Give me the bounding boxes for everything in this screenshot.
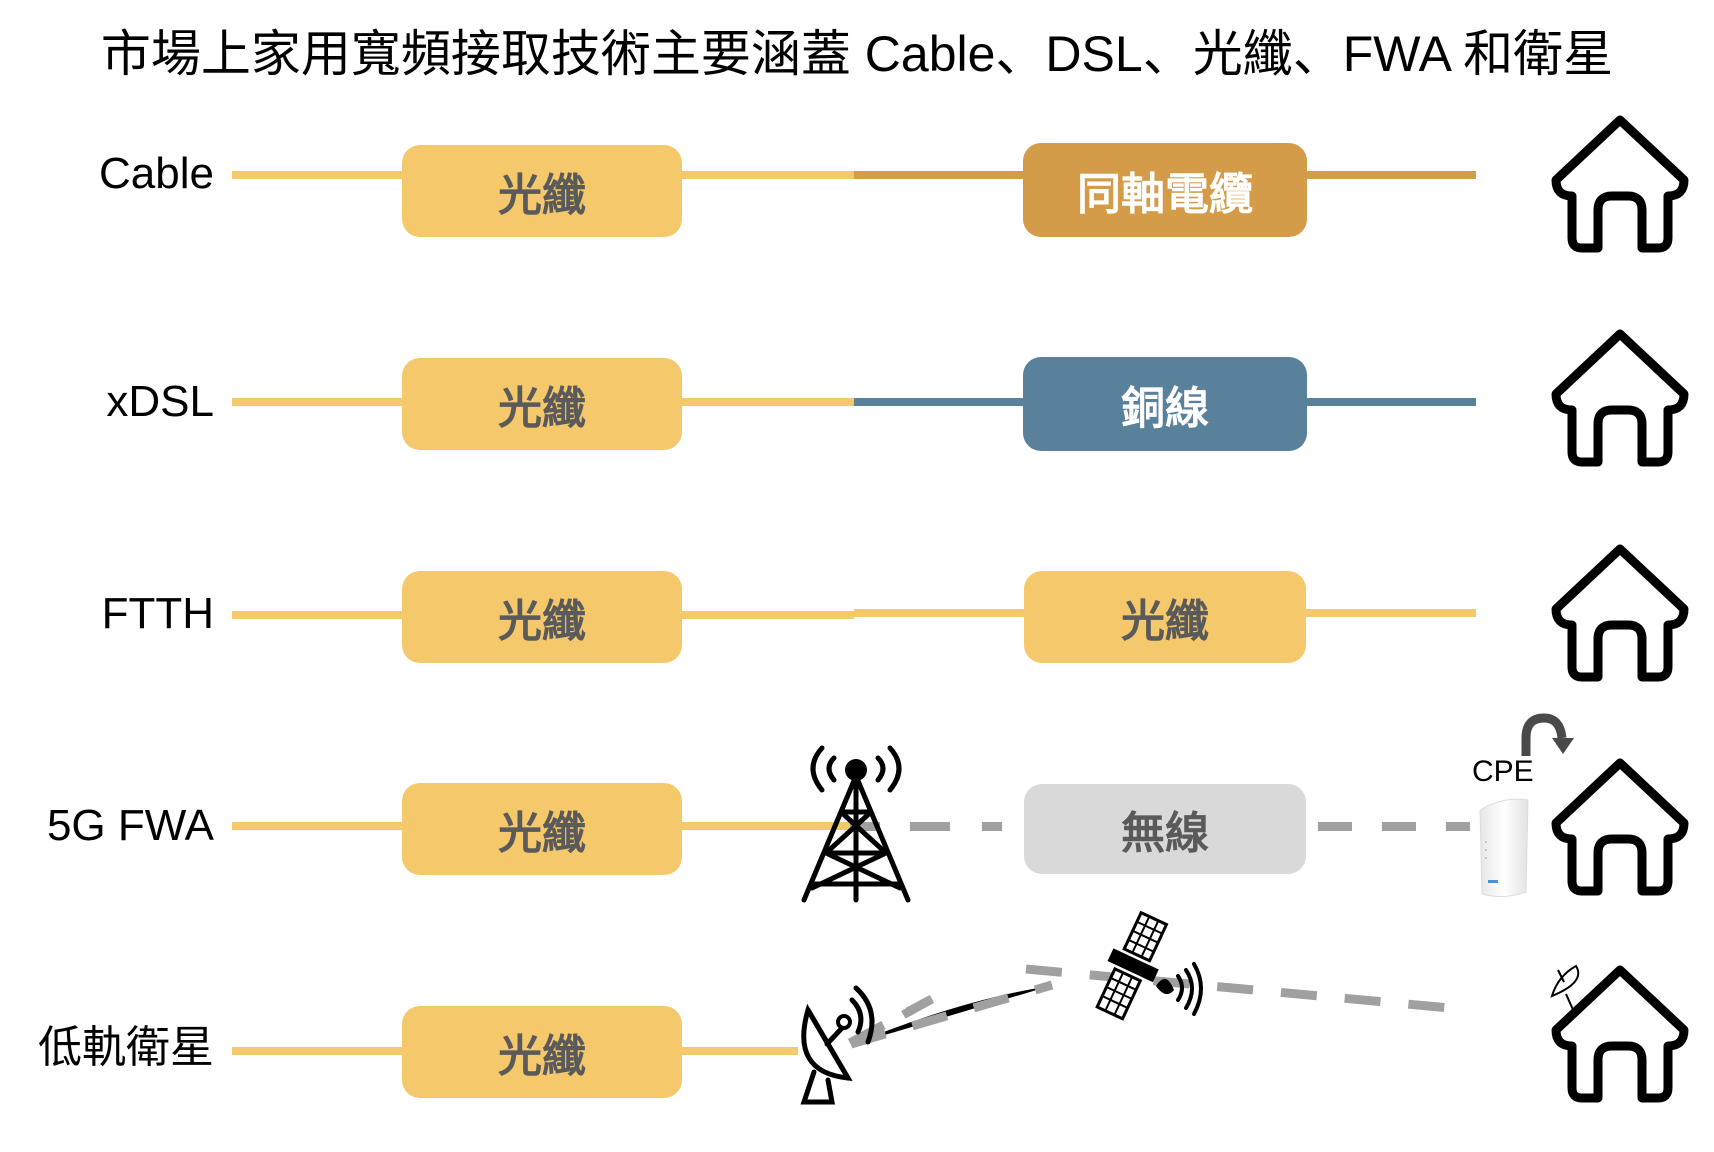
wireless-dash [1446,822,1470,831]
row-label-leo-satellite: 低軌衛星 [38,1023,214,1072]
coax-segment-box: 同軸電纜 [1023,143,1307,237]
fiber-segment-box: 光纖 [402,783,682,875]
cell-tower-icon [801,745,911,903]
wireless-dash [1382,822,1416,831]
house-icon [1551,115,1689,253]
ground-station-dish-icon [800,985,875,1105]
fiber-segment-box: 光纖 [1024,571,1306,663]
row-label-ftth: FTTH [101,589,214,638]
wireless-segment-box: 無線 [1024,784,1306,874]
row-label-5g-fwa: 5G FWA [46,801,214,850]
wireless-dash [1318,822,1352,831]
fiber-segment-box: 光纖 [402,358,682,450]
wireless-dash [982,822,1002,831]
house-icon [1551,965,1689,1103]
house-icon [1551,758,1689,896]
wireless-dash [910,822,950,831]
curved-arrow-icon [1521,713,1574,756]
fiber-segment-box: 光纖 [402,571,682,663]
diagram-title: 市場上家用寬頻接取技術主要涵蓋 Cable、DSL、光纖、FWA 和衛星 [100,26,1614,82]
house-icon [1551,329,1689,467]
satellite-icon [1095,910,1203,1021]
row-label-xdsl: xDSL [106,377,214,426]
copper-segment-box: 銅線 [1023,357,1307,451]
fiber-segment-box: 光纖 [402,145,682,237]
cpe-router-icon [1479,798,1529,898]
house-icon [1551,544,1689,682]
wireless-dash [850,822,880,831]
row-label-cable: Cable [99,149,214,198]
cpe-label: CPE [1472,755,1534,788]
fiber-segment-box: 光纖 [402,1006,682,1098]
